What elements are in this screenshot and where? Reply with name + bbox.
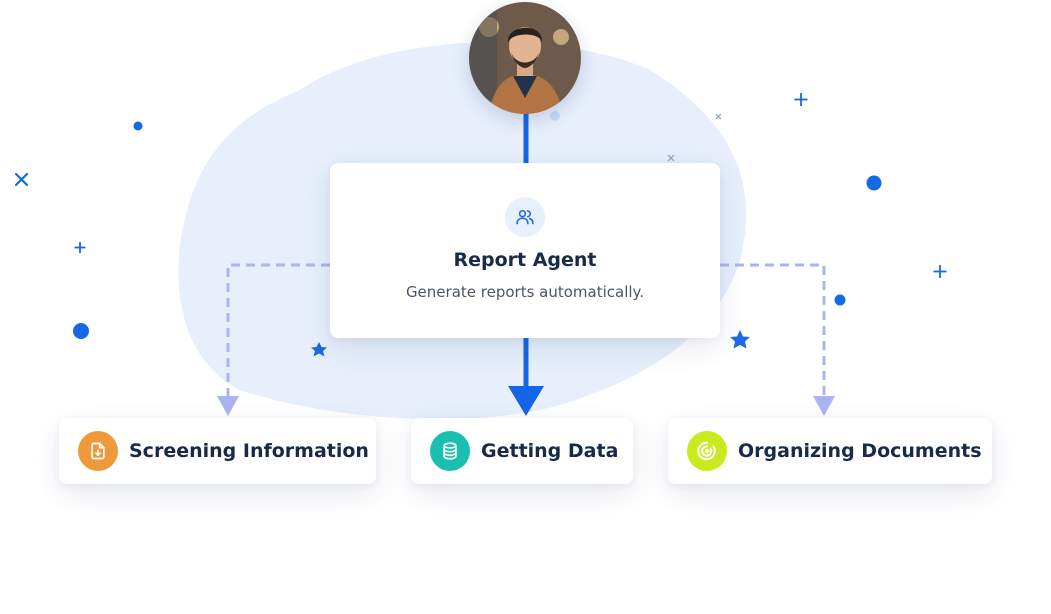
task-label: Getting Data bbox=[481, 440, 619, 462]
task-icon-badge bbox=[78, 431, 118, 471]
task-icon-badge bbox=[430, 431, 470, 471]
agent-title: Report Agent bbox=[453, 249, 597, 271]
decor-dot bbox=[550, 111, 560, 121]
dashed-connector-left bbox=[226, 263, 330, 398]
task-card-screening-information[interactable]: Screening Information bbox=[59, 418, 376, 484]
task-card-organizing-documents[interactable]: Organizing Documents bbox=[668, 418, 992, 484]
decor-dot bbox=[133, 121, 143, 131]
decorations bbox=[14, 93, 947, 357]
task-card-getting-data[interactable]: Getting Data bbox=[411, 418, 633, 484]
decor-cross bbox=[14, 172, 29, 187]
decor-dot bbox=[834, 294, 846, 306]
dashed-arrowhead-right bbox=[813, 396, 835, 416]
users-icon bbox=[516, 210, 534, 225]
agent-description: Generate reports automatically. bbox=[405, 283, 645, 301]
target-icon bbox=[697, 441, 716, 461]
decor-cross bbox=[667, 113, 722, 162]
task-icon-badge bbox=[687, 431, 727, 471]
decor-star bbox=[311, 342, 327, 357]
dashed-arrowhead-left bbox=[217, 396, 239, 416]
decor-star bbox=[730, 330, 750, 349]
decor-dot bbox=[866, 175, 882, 191]
database-icon bbox=[443, 442, 457, 460]
dashed-connectors bbox=[226, 263, 826, 398]
report-agent-card[interactable]: Report Agent Generate reports automatica… bbox=[330, 163, 720, 338]
user-avatar bbox=[469, 2, 581, 114]
dashed-connector-right bbox=[720, 263, 826, 398]
main-arrowhead bbox=[508, 386, 544, 416]
agent-icon-badge bbox=[505, 197, 545, 237]
decor-plus bbox=[74, 93, 947, 278]
decor-dot bbox=[73, 323, 89, 339]
task-label: Screening Information bbox=[129, 440, 369, 462]
task-label: Organizing Documents bbox=[738, 440, 982, 462]
file-download-icon bbox=[91, 442, 105, 460]
